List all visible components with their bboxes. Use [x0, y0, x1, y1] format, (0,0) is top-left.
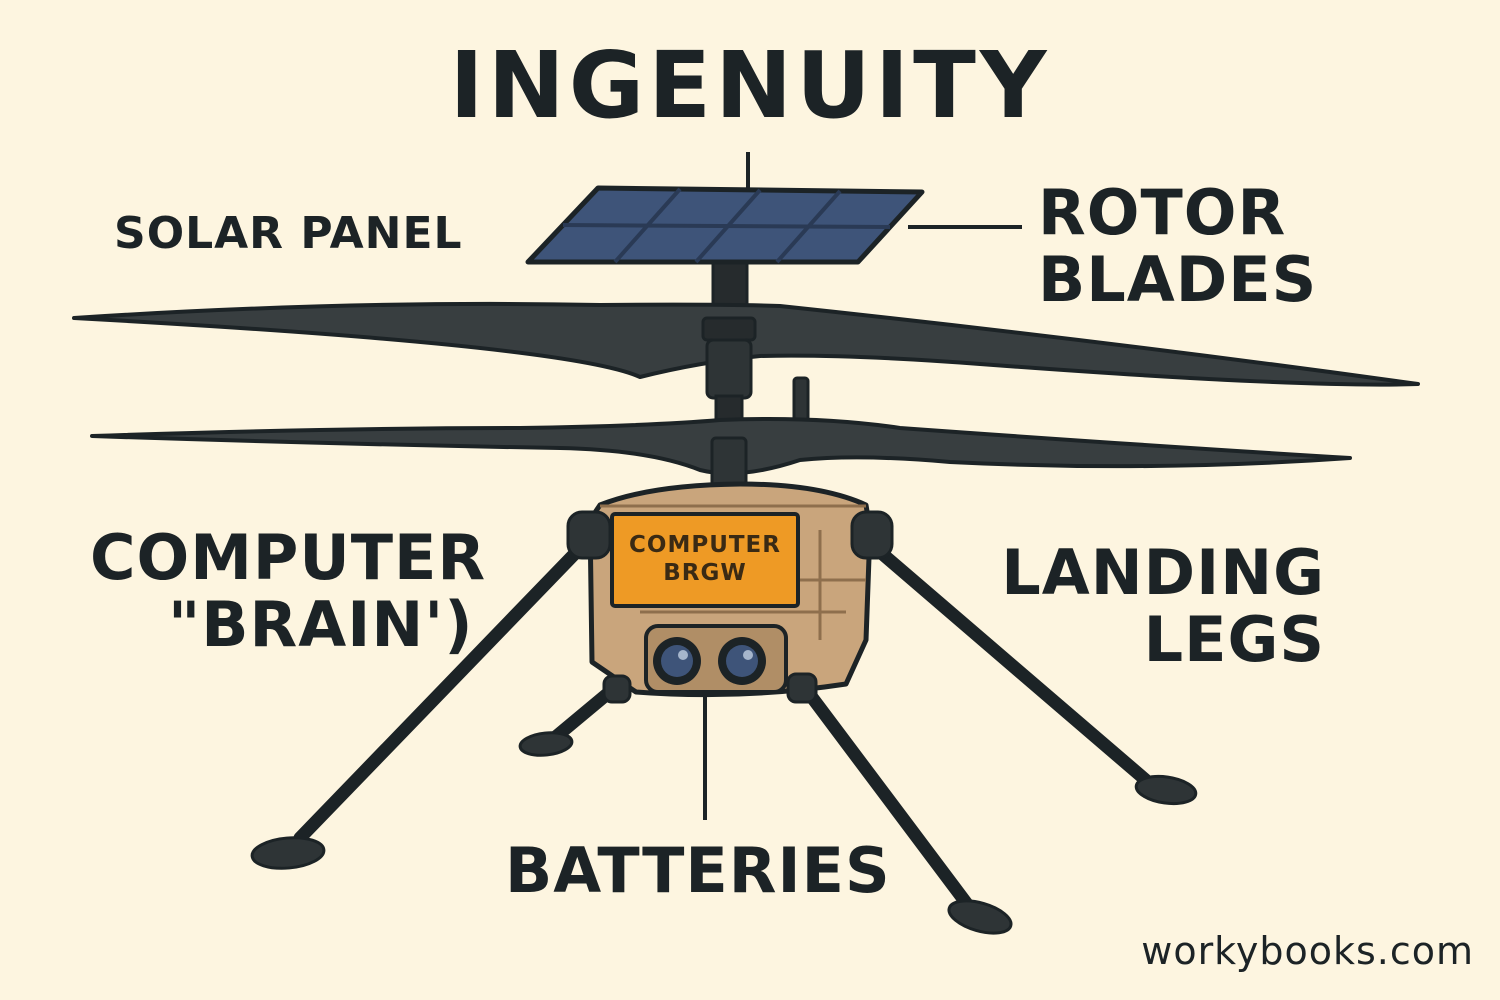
label-landing-legs: LANDING LEGS — [980, 536, 1325, 676]
landing-legs — [293, 533, 1155, 915]
computer-plate — [610, 512, 800, 608]
body-plate-text: COMPUTER BRGW — [612, 514, 798, 606]
battery-cells — [644, 624, 788, 694]
label-computer-brain: COMPUTER "BRAIN') — [90, 521, 487, 661]
diagram-title: INGENUITY — [449, 32, 1051, 139]
watermark: workybooks.com — [1141, 929, 1474, 973]
label-landing-legs-line1: LANDING — [1001, 536, 1325, 609]
label-landing-legs-line2: LEGS — [1143, 602, 1325, 676]
label-solar-panel: SOLAR PANEL — [114, 208, 463, 259]
label-rotor-blades-line1: ROTOR — [1038, 176, 1287, 249]
body-plate-line2: BRGW — [663, 560, 747, 586]
solar-panel — [525, 185, 925, 265]
label-computer-line1: COMPUTER — [90, 521, 487, 594]
leg-clamps — [566, 510, 894, 704]
body-plate-line1: COMPUTER — [629, 532, 781, 559]
mast-middle — [701, 316, 757, 430]
label-batteries: BATTERIES — [505, 834, 891, 907]
landing-feet — [250, 731, 1198, 935]
label-computer-line2: "BRAIN') — [168, 587, 474, 661]
label-rotor-blades: ROTOR BLADES — [1038, 176, 1318, 316]
label-rotor-blades-line2: BLADES — [1038, 242, 1318, 316]
